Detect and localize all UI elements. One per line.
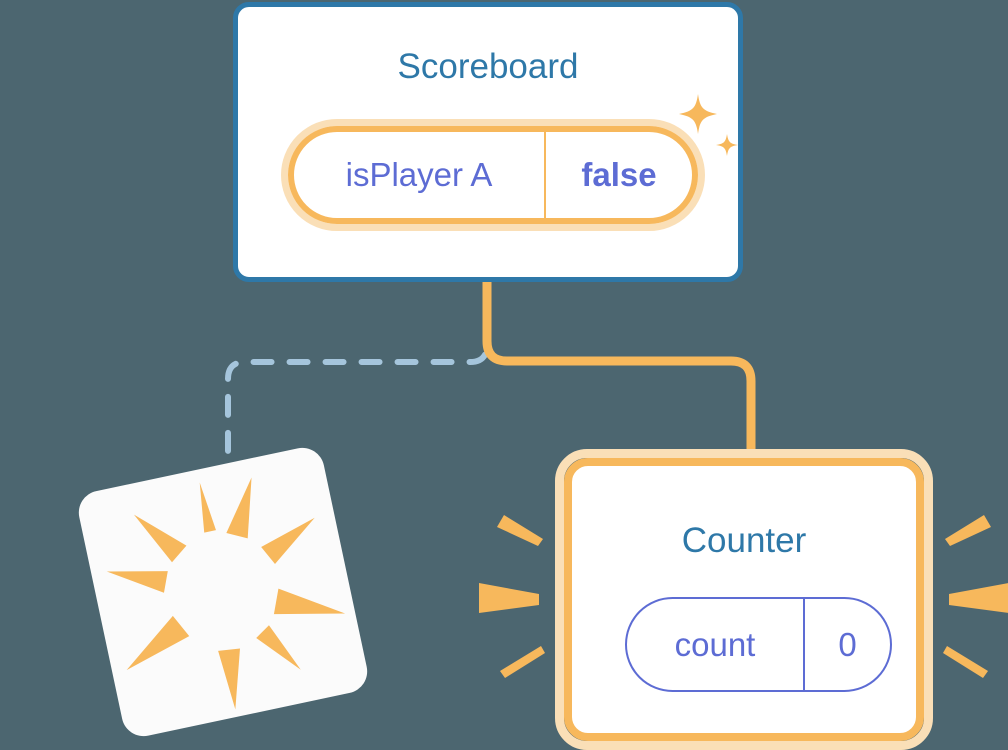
scoreboard-pill-highlight-ring	[281, 119, 705, 231]
sparkle-large-icon	[679, 94, 717, 134]
scoreboard-title: Scoreboard	[397, 47, 579, 86]
ray-right-middle	[949, 583, 1008, 613]
ray-left-top	[497, 515, 543, 546]
counter-state-key: count	[627, 599, 805, 690]
ray-left-bottom	[500, 646, 545, 678]
scoreboard-state-pill[interactable]: isPlayer A false	[281, 119, 705, 231]
sparkle-small-icon	[716, 134, 738, 156]
sparkle-group	[672, 90, 752, 170]
ray-right-top	[945, 515, 991, 546]
scoreboard-state-value: false	[581, 156, 657, 193]
counter-box-inner-border: Counter count 0	[564, 458, 924, 741]
counter-state-pill[interactable]: count 0	[625, 597, 892, 692]
ray-right-bottom	[943, 646, 988, 678]
scoreboard-pill-body: isPlayer A false	[288, 126, 698, 224]
card-burst-icon	[106, 477, 346, 710]
dashed-connector-scoreboard-to-card	[225, 280, 490, 478]
scoreboard-component-box[interactable]: Scoreboard isPlayer A false	[233, 2, 743, 282]
counter-component-box[interactable]: Counter count 0	[555, 449, 933, 750]
counter-state-value: 0	[838, 625, 857, 663]
counter-title: Counter	[681, 521, 807, 560]
scoreboard-state-key: isPlayer A	[294, 132, 546, 218]
ray-left-middle	[479, 583, 539, 613]
solid-connector-scoreboard-to-counter	[482, 280, 756, 470]
flashing-placeholder-card[interactable]	[74, 443, 372, 741]
